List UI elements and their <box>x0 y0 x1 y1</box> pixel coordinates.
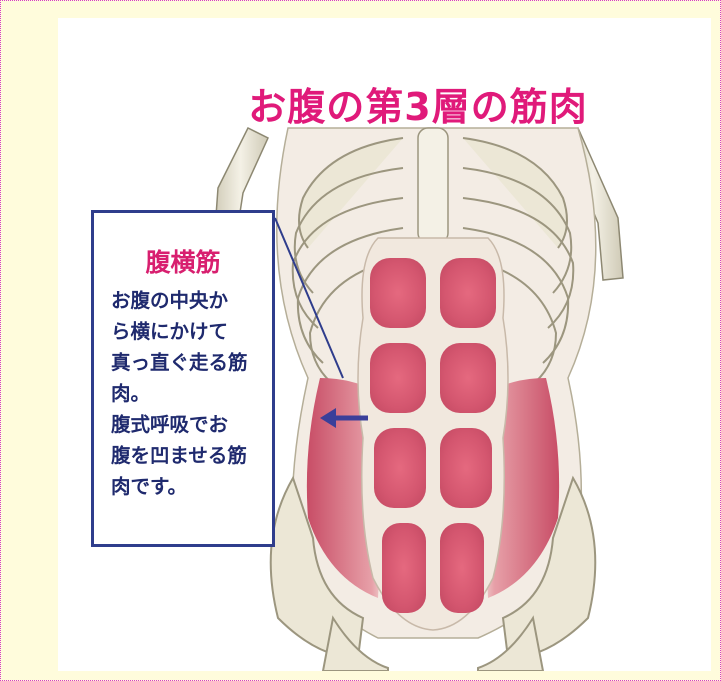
sternum <box>418 128 448 243</box>
image-panel: お腹の第3層の筋肉 腹横筋 お腹の中央か ら横にかけて 真っ直ぐ走る筋 肉。 腹… <box>58 18 711 671</box>
callout-box: 腹横筋 お腹の中央か ら横にかけて 真っ直ぐ走る筋 肉。 腹式呼吸でお 腹を凹ま… <box>91 210 275 547</box>
callout-description: お腹の中央か ら横にかけて 真っ直ぐ走る筋 肉。 腹式呼吸でお 腹を凹ませる筋 … <box>111 285 275 502</box>
callout-heading: 腹横筋 <box>94 243 272 279</box>
page-title: お腹の第3層の筋肉 <box>234 70 602 136</box>
